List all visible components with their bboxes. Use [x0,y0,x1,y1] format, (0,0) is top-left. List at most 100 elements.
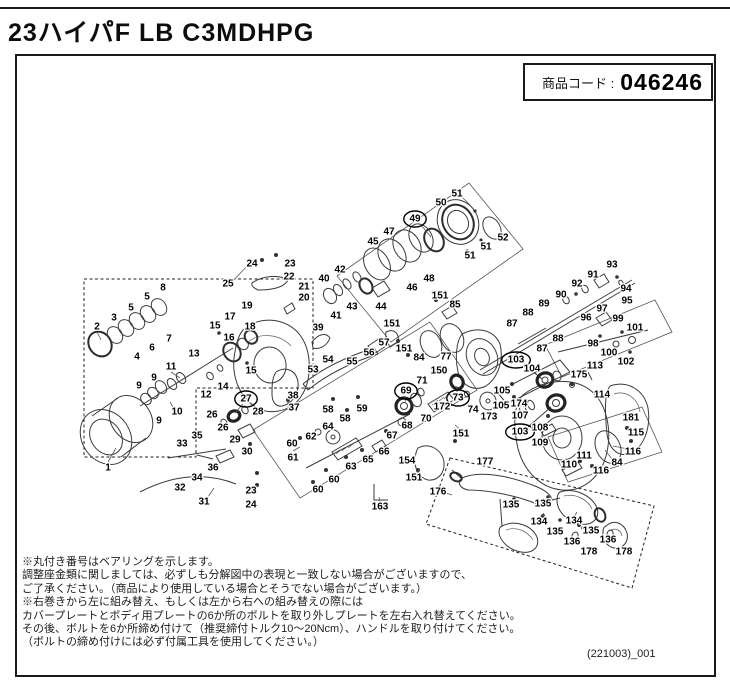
part-line [196,454,214,460]
part-number-label: 36 [207,463,219,474]
part-ring [154,380,168,394]
note-line: ご了承ください。（商品により使用している場合とそうでない場合がございます。） [22,582,428,595]
part-ring [449,373,465,391]
bearing-circle-mark [403,210,427,228]
part-ring [166,378,178,390]
part-number-label: 151 [431,290,448,301]
part-number-label: 70 [420,414,432,425]
part-shape [367,337,387,355]
part-ring [465,338,499,376]
part-shape [237,423,256,439]
part-number-label: 102 [618,357,635,368]
part-line [305,413,411,469]
part-ring [342,278,352,290]
part-number-label: 97 [596,304,608,315]
part-shape [302,347,375,385]
part-ring [612,340,620,348]
screw-head [479,238,483,242]
screw-head [286,398,290,402]
part-shape [373,347,379,355]
product-code-value: 046246 [620,68,703,95]
part-shape [414,445,445,481]
part-shape [385,330,399,348]
part-ring [479,391,497,411]
part-number-label: 111 [576,451,592,462]
part-ring [419,330,443,358]
screw-head [574,292,578,296]
part-line [527,406,552,428]
part-ring [417,387,425,397]
part-ring [87,330,113,358]
part-ring [482,216,502,240]
doc-number: (221003)_001 [587,648,656,660]
screw-head [344,455,348,459]
part-number-label: 46 [406,283,418,294]
note-line: ※丸付き番号はベアリングを示します。 [22,556,219,568]
part-number-label: 27 [240,394,252,405]
part-ring [541,376,549,384]
part-number-label: 154 [399,456,416,467]
leader-line [378,496,381,503]
part-shape [602,522,628,549]
leader-line [96,331,102,341]
screw-head [298,436,302,440]
leader-line [107,447,117,463]
screw-head [331,397,335,401]
screw-head [311,480,315,484]
part-number-label: 87 [506,319,518,330]
part-number-label: 61 [287,453,299,464]
part-number-label: 100 [601,348,618,359]
part-number-label: 98 [587,339,599,350]
part-number-label: 2 [94,322,100,333]
part-ring [581,284,589,294]
part-number-label: 84 [413,353,425,364]
part-ring [485,398,491,404]
part-shape [604,383,650,456]
part-line [167,448,227,459]
group-frame [544,299,673,378]
part-number-label: 14 [217,382,229,393]
part-number-label: 9 [156,416,162,427]
part-ring [400,402,408,410]
part-shape [373,484,388,501]
part-number-label: 134 [566,516,583,527]
part-number-label: 40 [318,274,330,285]
part-number-label: 58 [339,414,351,425]
part-number-label: 136 [600,535,617,546]
part-number-label: 105 [494,386,511,397]
screw-head [510,382,514,386]
part-number-label: 63 [345,462,357,473]
part-number-label: 21 [298,282,310,293]
part-line [499,498,503,527]
part-number-label: 5 [144,292,150,303]
screw-head [546,414,550,418]
part-ring [423,227,445,253]
part-ring [330,434,336,440]
screw-head [558,518,562,522]
part-line [557,329,649,353]
leader-line [604,449,613,460]
part-number-label: 99 [612,314,624,325]
part-number-label: 89 [538,299,550,310]
part-number-label: 178 [581,547,598,558]
screw-head [512,497,516,501]
part-number-label: 35 [191,431,203,442]
note-line: （ボルトの締め付けには必ず付属工具を使用してください。） [22,636,324,649]
part-number-label: 177 [477,457,494,468]
part-ring [541,415,583,461]
part-number-label: 50 [435,198,447,209]
part-shape [307,353,379,391]
part-number-label: 151 [432,291,449,302]
part-ring [150,298,168,316]
part-number-label: 116 [625,447,642,458]
part-number-label: 7 [166,334,172,345]
leader-line [292,446,301,452]
part-line [139,347,234,407]
part-number-label: 24 [245,500,257,511]
bearing-circle-mark [505,423,536,441]
part-number-label: 9 [151,373,157,384]
part-number-label: 104 [524,364,541,375]
part-number-label: 29 [229,435,241,446]
part-ring [408,223,434,253]
part-ring [147,386,159,400]
